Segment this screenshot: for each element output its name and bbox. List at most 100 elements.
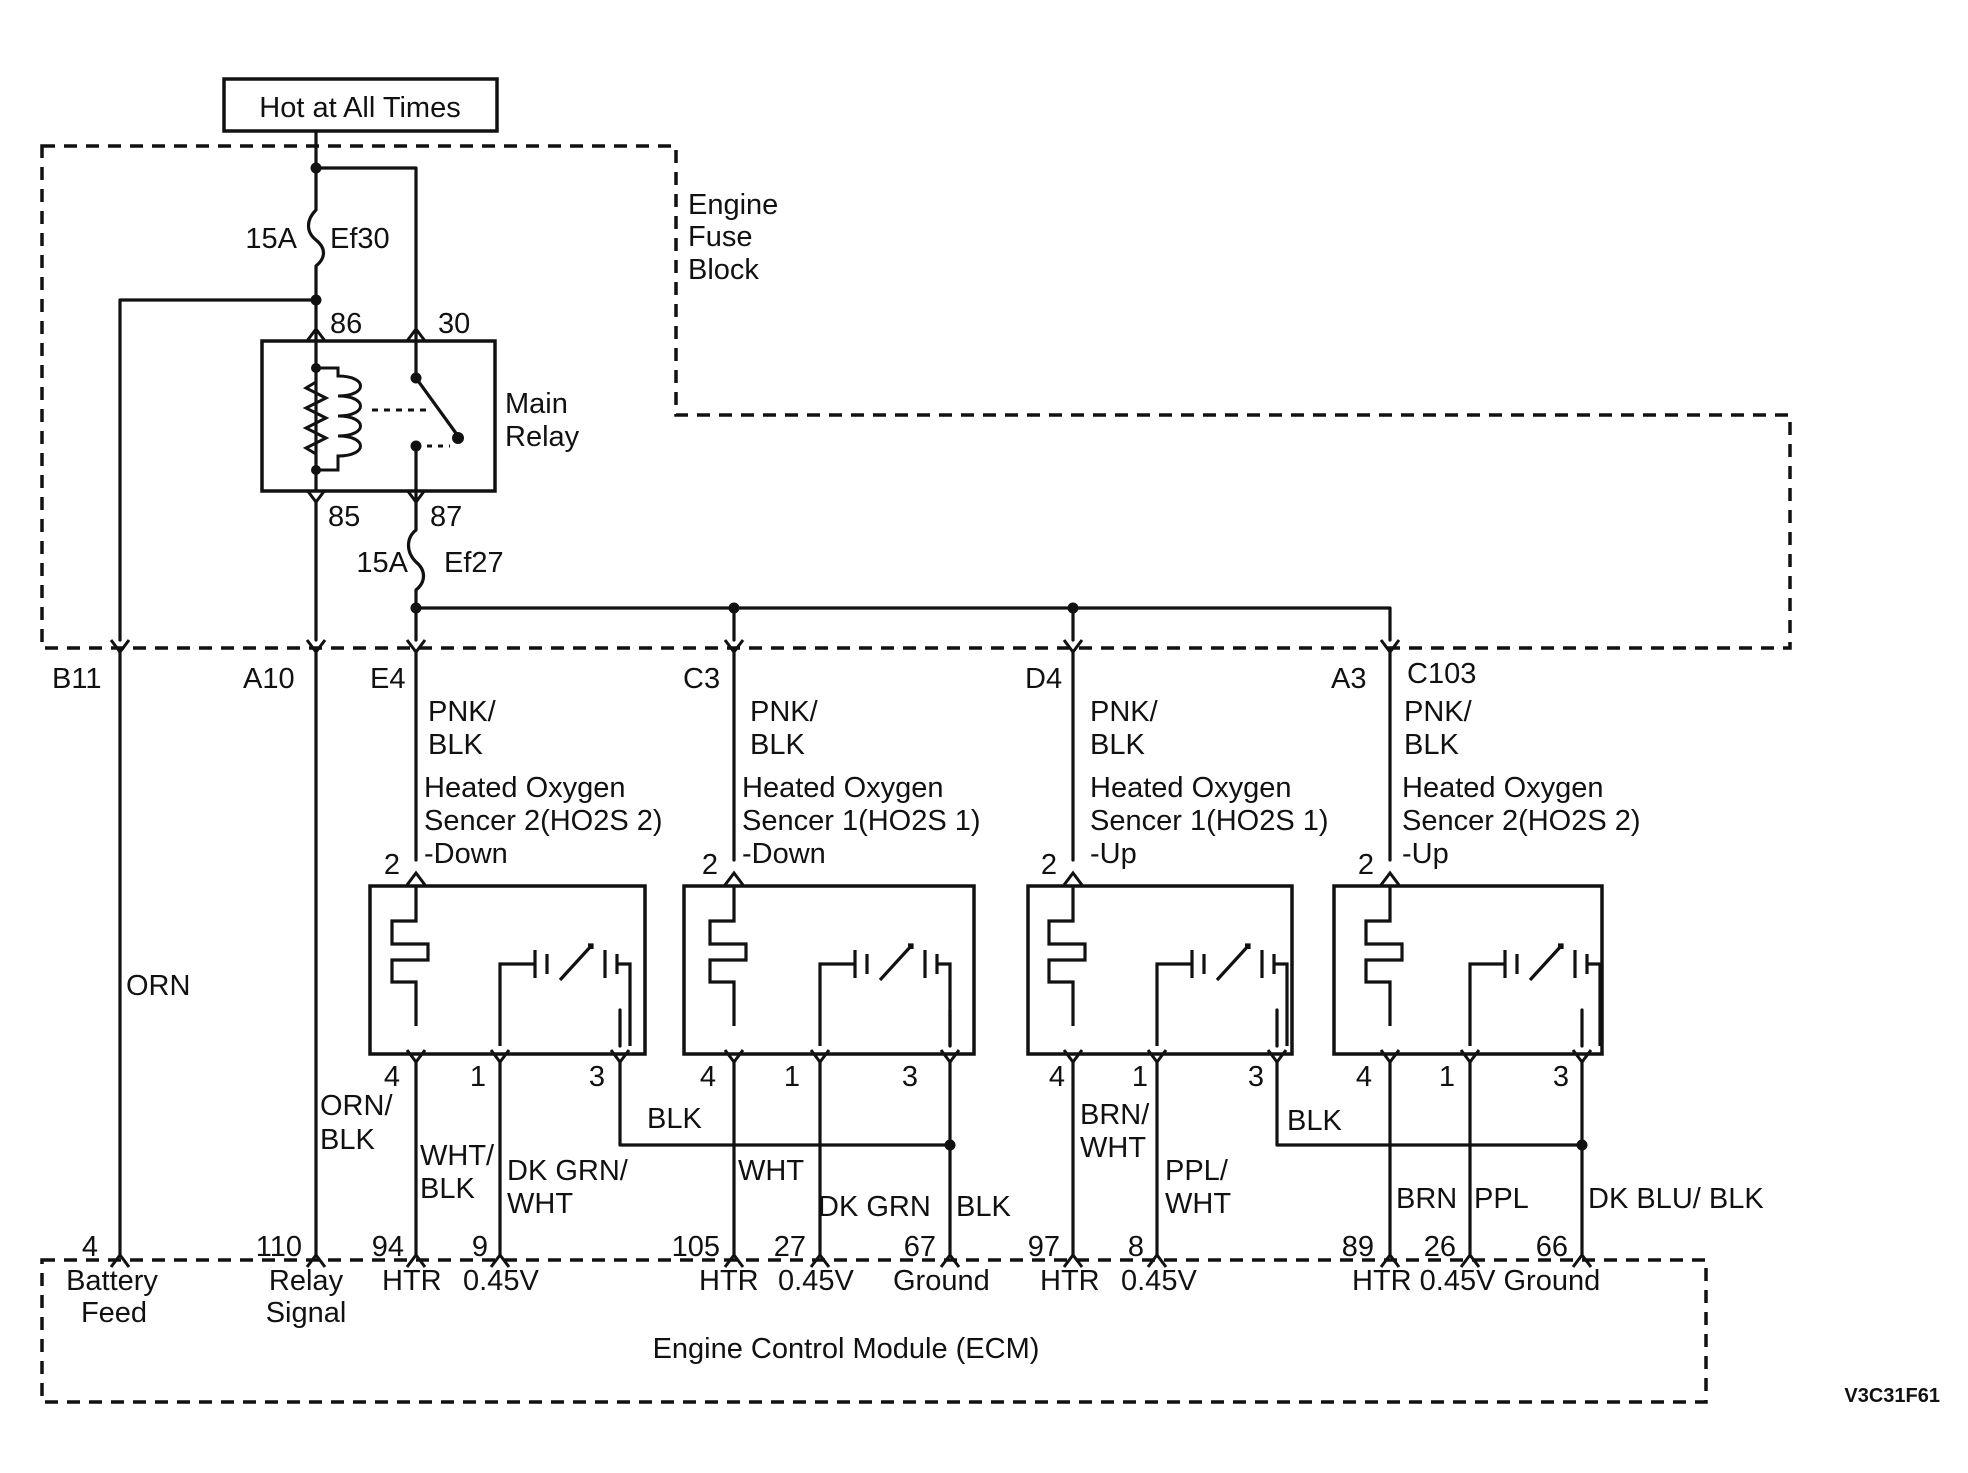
s3-wire-ppl: PPL/ [1165,1155,1229,1187]
wire-color-orn-blk-2: BLK [320,1124,375,1156]
ecm-title: Engine Control Module (ECM) [653,1333,1040,1365]
s3-pin-left: 4 [1049,1061,1065,1093]
fuse-ef27-amp: 15A [356,547,408,579]
ecm-func-relay-2: Signal [266,1297,347,1329]
ecm-func-battery-1: Battery [66,1265,158,1297]
s3-label-3: -Up [1090,838,1137,870]
fuse-ef30-name: Ef30 [330,223,390,255]
ecm-pin-110: 110 [256,1231,302,1263]
relay-pin-86: 86 [330,308,362,340]
s3-label-1: Heated Oxygen [1090,772,1292,804]
s2-wire-pnk: PNK/ [750,696,819,728]
s4-wire-brn: BRN [1396,1183,1457,1215]
s1-wire-blk2: BLK [420,1173,475,1205]
ecm-func-htr-3: HTR [1040,1265,1100,1297]
wire-color-orn-blk-1: ORN/ [320,1090,393,1122]
ecm-pin-8: 8 [1128,1231,1144,1263]
ecm-func-htr-1: HTR [382,1265,442,1297]
s1-wire-blk-ground: BLK [647,1103,702,1135]
s2-pin-top: 2 [702,849,718,881]
connector-d4: D4 [1025,663,1062,695]
relay-output-wiring [314,500,1392,642]
s1-label-3: -Down [424,838,508,870]
wire-color-orn: ORN [126,970,190,1002]
ecm-pin-26: 26 [1424,1231,1456,1263]
s2-pin-mid: 1 [784,1061,800,1093]
s4-pin-mid: 1 [1439,1061,1455,1093]
s3-wire-pnk: PNK/ [1090,696,1159,728]
s3-wire-wht2: WHT [1165,1188,1231,1220]
fuse-ef27-name: Ef27 [444,547,504,579]
s4-wire-pnk: PNK/ [1404,696,1473,728]
ecm-func-relay-1: Relay [269,1265,344,1297]
ecm-func-group-b: HTR 0.45V Ground [1352,1265,1600,1297]
relay-coil-icon [302,330,428,492]
connector-b11: B11 [52,663,101,695]
s1-pin-right: 3 [589,1061,605,1093]
relay-pin-85: 85 [328,501,360,533]
s1-label-1: Heated Oxygen [424,772,626,804]
connector-a3: A3 [1331,663,1366,695]
ecm-pin-67: 67 [904,1231,936,1263]
hot-at-all-times-box [222,77,499,133]
s4-pin-top: 2 [1358,849,1374,881]
s1-wire-pnk: PNK/ [428,696,497,728]
hot-at-all-times-label: Hot at All Times [259,92,460,124]
s1-label-2: Sencer 2(HO2S 2) [424,805,663,837]
fuse-ef30-amp: 15A [245,223,297,255]
sensor-ho2s1-down [682,650,976,1257]
s3-pin-top: 2 [1041,849,1057,881]
s4-pin-right: 3 [1553,1061,1569,1093]
main-relay-label-1: Main [505,388,568,420]
s2-wire-wht: WHT [738,1155,804,1187]
s1-pin-left: 4 [384,1061,400,1093]
s4-wire-dkblu-blk: DK BLU/ BLK [1588,1183,1764,1215]
s2-wire-blk: BLK [750,729,805,761]
connector-c3: C3 [683,663,720,695]
s2-label-1: Heated Oxygen [742,772,944,804]
relay-switch-icon [410,328,464,502]
diagram-id: V3C31F61 [1844,1385,1940,1407]
s2-wire-blk-ground: BLK [956,1191,1011,1223]
ecm-func-045-3: 0.45V [1121,1265,1197,1297]
s4-wire-blk: BLK [1404,729,1459,761]
s4-wire-ppl: PPL [1474,1183,1529,1215]
ecm-func-battery-2: Feed [81,1297,147,1329]
s3-wire-blk: BLK [1090,729,1145,761]
fuse-ef27-icon [406,500,426,642]
fuse-block-label-3: Block [688,254,759,286]
s3-wire-wht: WHT [1080,1132,1146,1164]
relay-pin-30: 30 [438,308,470,340]
fuse-ef30-icon [306,166,326,302]
ecm-pin-9: 9 [472,1231,488,1263]
s2-pin-left: 4 [700,1061,716,1093]
s4-label-1: Heated Oxygen [1402,772,1604,804]
s1-pin-mid: 1 [470,1061,486,1093]
s4-label-2: Sencer 2(HO2S 2) [1402,805,1641,837]
ecm-pin-27: 27 [774,1231,806,1263]
ecm-func-ground-1: Ground [893,1265,990,1297]
main-relay-label-2: Relay [505,421,580,453]
sensor-ho2s1-up [1026,650,1584,1257]
fuse-block-label-2: Fuse [688,221,752,253]
connector-e4: E4 [370,663,405,695]
relay-pin-87: 87 [430,501,462,533]
ecm-pin-97: 97 [1028,1231,1060,1263]
s1-wire-wht2: WHT [507,1188,573,1220]
main-relay-box [260,339,497,493]
fuse-block-label-1: Engine [688,189,778,221]
s3-pin-right: 3 [1248,1061,1264,1093]
s3-label-2: Sencer 1(HO2S 1) [1090,805,1329,837]
s3-wire-brn: BRN/ [1080,1099,1150,1131]
s1-wire-dkgrn: DK GRN/ [507,1155,629,1187]
s2-pin-right: 3 [902,1061,918,1093]
ecm-func-045-1: 0.45V [463,1265,539,1297]
ecm-outline [40,1258,1708,1404]
s1-wire-blk: BLK [428,729,483,761]
connector-a10: A10 [243,663,295,695]
s1-wire-wht: WHT/ [420,1140,495,1172]
s1-pin-top: 2 [384,849,400,881]
s2-label-3: -Down [742,838,826,870]
